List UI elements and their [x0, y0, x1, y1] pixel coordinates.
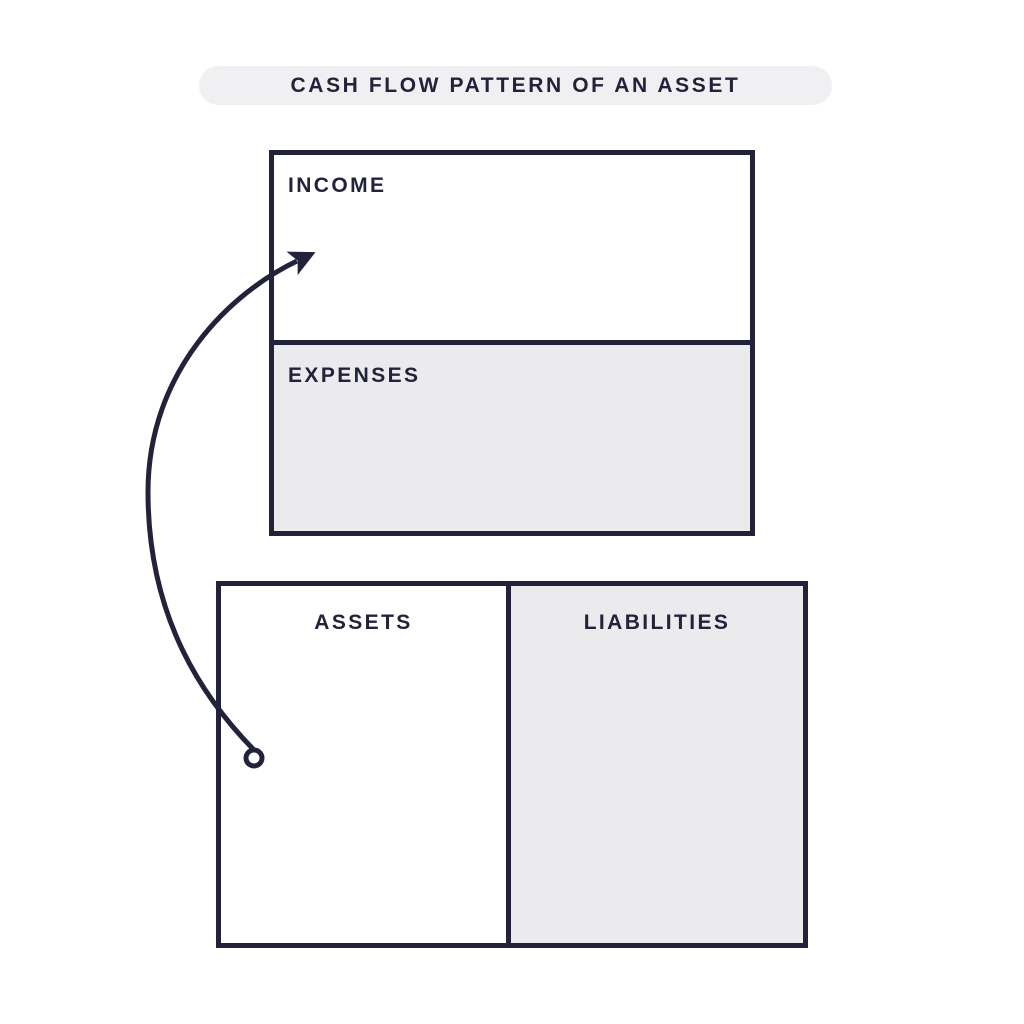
assets-cell: ASSETS	[221, 586, 511, 943]
income-cell: INCOME	[274, 155, 750, 345]
liabilities-cell: LIABILITIES	[511, 586, 803, 943]
diagram-title-pill: CASH FLOW PATTERN OF AN ASSET	[199, 66, 832, 105]
expenses-label: EXPENSES	[288, 364, 421, 387]
balance-sheet-box: ASSETS LIABILITIES	[216, 581, 808, 948]
expenses-cell: EXPENSES	[274, 345, 750, 531]
income-statement-box: INCOME EXPENSES	[269, 150, 755, 536]
liabilities-label: LIABILITIES	[583, 611, 731, 634]
assets-label: ASSETS	[314, 611, 413, 634]
page-title: CASH FLOW PATTERN OF AN ASSET	[290, 74, 741, 97]
income-label: INCOME	[288, 174, 387, 197]
